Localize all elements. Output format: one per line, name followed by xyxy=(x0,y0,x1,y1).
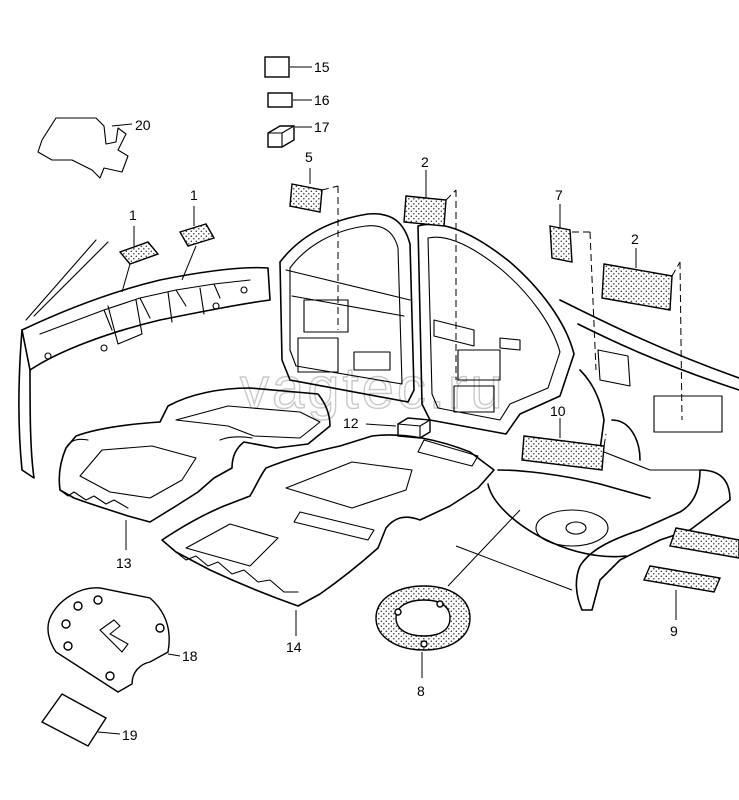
callout-2-quarter: 2 xyxy=(631,231,639,247)
callout-1-right: 1 xyxy=(190,187,198,203)
front-bulkhead-panel xyxy=(18,239,271,479)
callout-9: 9 xyxy=(670,623,678,639)
front-door-frame xyxy=(279,213,415,403)
pad-7 xyxy=(549,204,597,371)
carpet-13-front xyxy=(58,387,331,550)
callout-8: 8 xyxy=(417,683,425,699)
callout-2-door: 2 xyxy=(421,154,429,170)
legend-sample-17 xyxy=(267,125,312,148)
part-20-insulation xyxy=(37,117,133,179)
callout-13: 13 xyxy=(116,555,132,571)
callout-5: 5 xyxy=(305,149,313,165)
callout-1-left: 1 xyxy=(129,207,137,223)
part-18-insulation xyxy=(47,587,181,693)
pad-9 xyxy=(643,527,739,620)
callout-19: 19 xyxy=(122,727,138,743)
pad-5 xyxy=(289,168,339,330)
callout-15: 15 xyxy=(314,59,330,75)
rear-door-frame xyxy=(417,223,575,435)
legend-sample-16 xyxy=(267,92,312,108)
pad-8-round xyxy=(375,509,521,678)
part-19-pad xyxy=(40,693,121,747)
callout-12: 12 xyxy=(343,415,359,431)
callout-20: 20 xyxy=(135,117,151,133)
pad-10 xyxy=(521,418,607,471)
pad-1-right xyxy=(178,206,216,281)
callout-7: 7 xyxy=(555,187,563,203)
callout-16: 16 xyxy=(314,92,330,108)
callout-10: 10 xyxy=(550,403,566,419)
pad-2-door xyxy=(403,170,457,380)
legend-sample-15 xyxy=(264,56,312,78)
pad-1-left xyxy=(118,226,160,293)
pad-2-quarter xyxy=(601,248,683,421)
callout-14: 14 xyxy=(286,639,302,655)
carpet-14-rear xyxy=(161,434,495,636)
rear-quarter-panel xyxy=(455,299,739,611)
callout-18: 18 xyxy=(182,648,198,664)
watermark-text: vagtec.ru xyxy=(240,356,506,421)
callout-17: 17 xyxy=(314,119,330,135)
part-12-block xyxy=(365,417,431,439)
